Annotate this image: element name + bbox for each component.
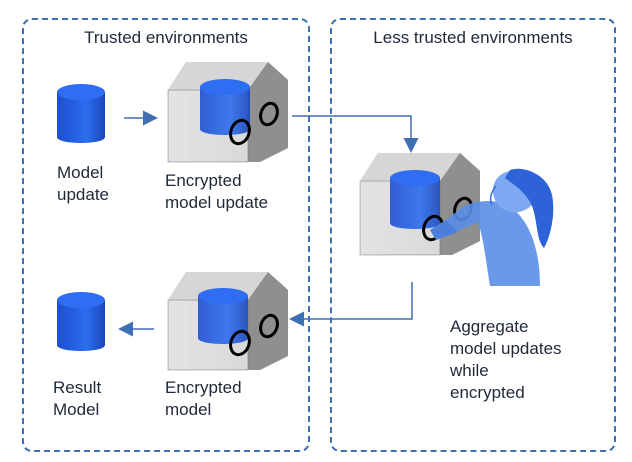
model-update-label: Model update bbox=[57, 163, 109, 204]
encrypted-cube-icon bbox=[359, 153, 480, 256]
encrypted-model-update-label: Encrypted model update bbox=[165, 171, 269, 212]
database-icon bbox=[57, 292, 105, 351]
trusted-panel: Trusted environments bbox=[22, 18, 310, 452]
arrow-icon bbox=[289, 282, 413, 327]
person-icon bbox=[430, 168, 554, 286]
arrow-icon bbox=[292, 115, 419, 153]
encrypted-cube-icon bbox=[167, 272, 288, 371]
encrypted-cube-icon bbox=[167, 62, 288, 163]
panel-title: Less trusted environments bbox=[373, 28, 573, 47]
database-icon bbox=[57, 84, 105, 143]
panel-title: Trusted environments bbox=[84, 28, 248, 47]
less-trusted-panel: Less trusted environments bbox=[330, 18, 616, 452]
aggregate-label: Aggregate model updates while encrypted bbox=[450, 317, 562, 402]
encrypted-model-label: Encrypted model bbox=[165, 378, 242, 419]
result-model-label: Result Model bbox=[53, 378, 102, 419]
